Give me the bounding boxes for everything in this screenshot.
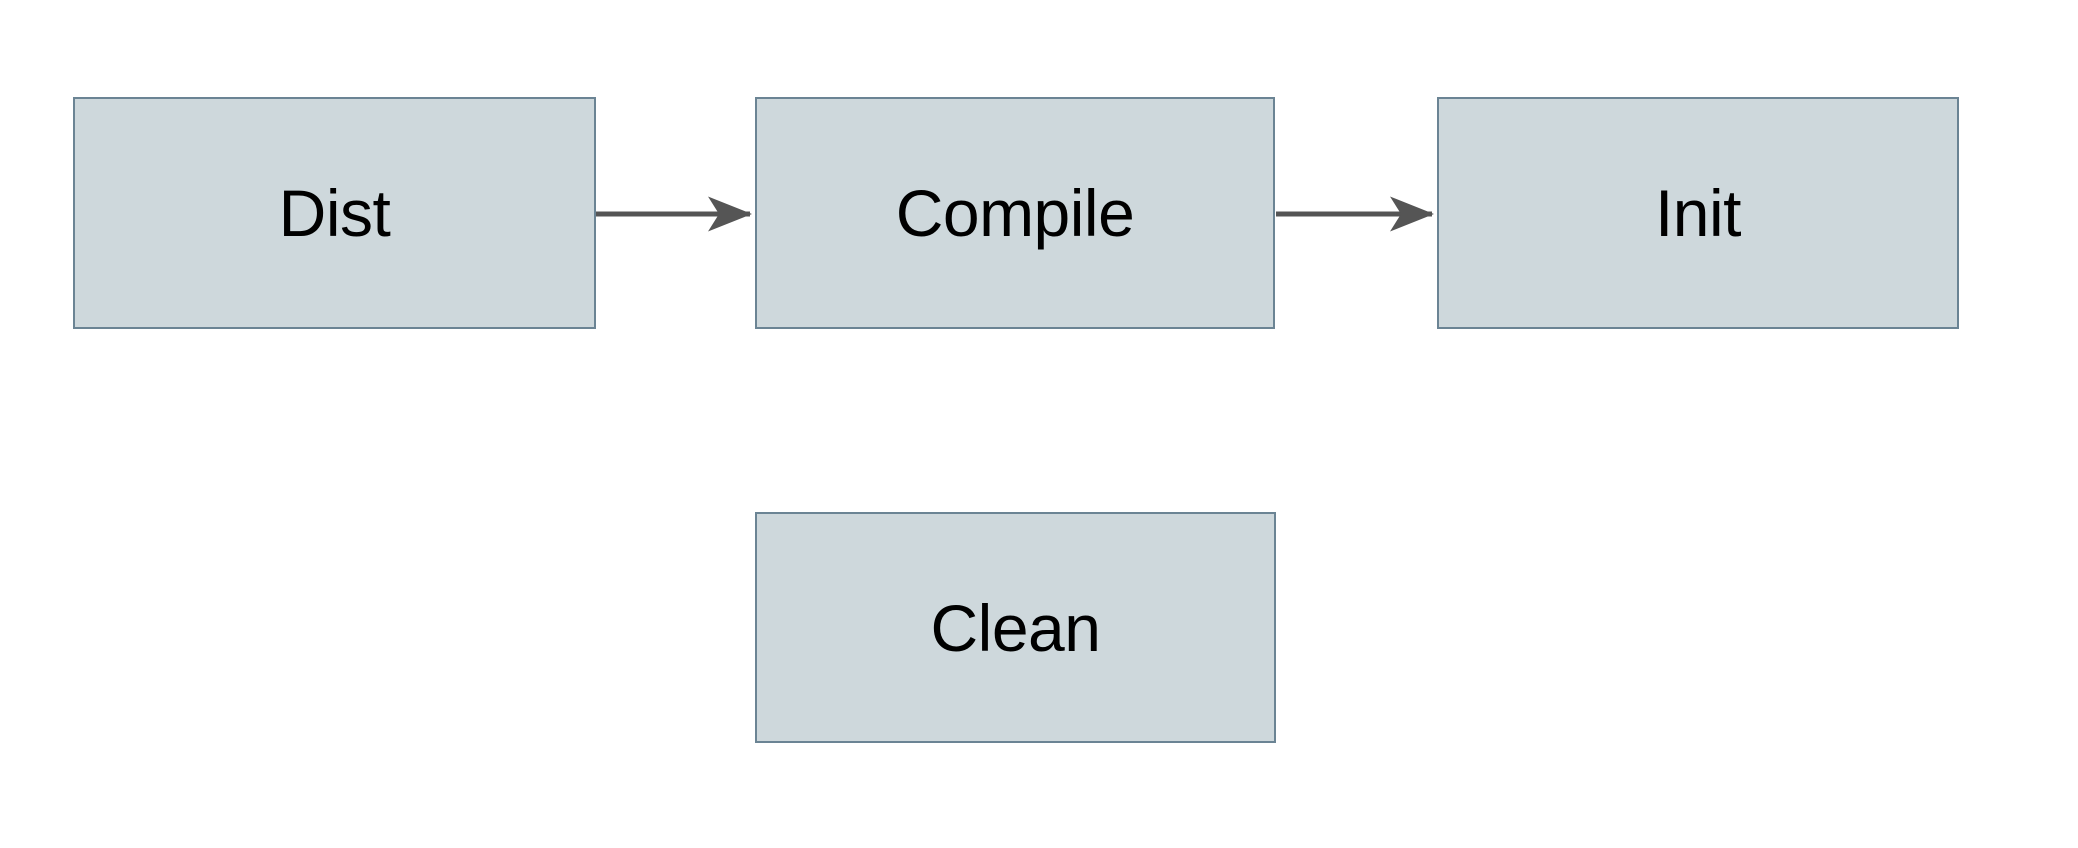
node-dist[interactable]: Dist <box>73 97 596 329</box>
node-clean[interactable]: Clean <box>755 512 1276 743</box>
node-dist-label: Dist <box>278 176 391 250</box>
node-compile-label: Compile <box>895 176 1135 250</box>
node-clean-label: Clean <box>930 590 1101 665</box>
node-compile[interactable]: Compile <box>755 97 1275 329</box>
node-init[interactable]: Init <box>1437 97 1959 329</box>
node-init-label: Init <box>1654 176 1742 250</box>
